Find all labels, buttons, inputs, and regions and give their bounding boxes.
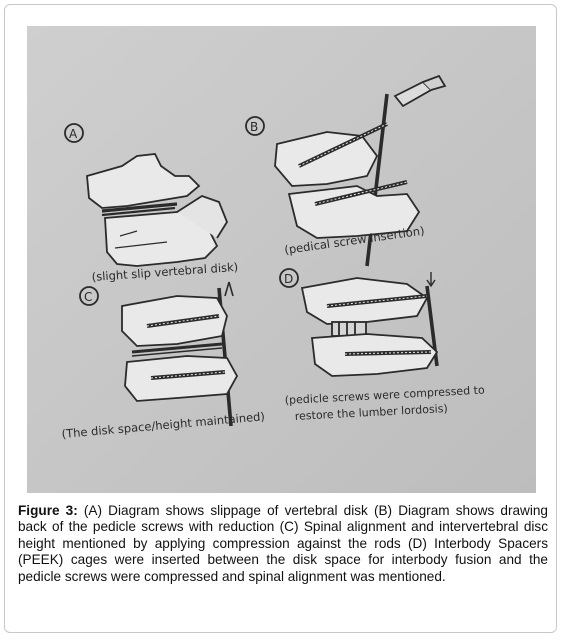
panel-a-letter: A (69, 127, 78, 141)
hand-drawn-diagram: A (slight slip vertebral disk) B (27, 26, 536, 493)
panel-a-letter-circle (64, 123, 84, 143)
figure-caption: Figure 3: (A) Diagram shows slippage of … (18, 503, 548, 585)
figure-photo: A (slight slip vertebral disk) B (27, 26, 536, 493)
figure-caption-text: (A) Diagram shows slippage of vertebral … (18, 503, 548, 584)
panel-d-letter: D (284, 272, 293, 286)
panel-b-letter: B (250, 120, 258, 134)
panel-b-letter-circle (245, 116, 265, 136)
figure-caption-label: Figure 3: (18, 503, 78, 518)
panel-c-letter: C (84, 290, 92, 304)
panel-d-letter-circle (279, 268, 299, 288)
panel-c-letter-circle (79, 286, 99, 306)
